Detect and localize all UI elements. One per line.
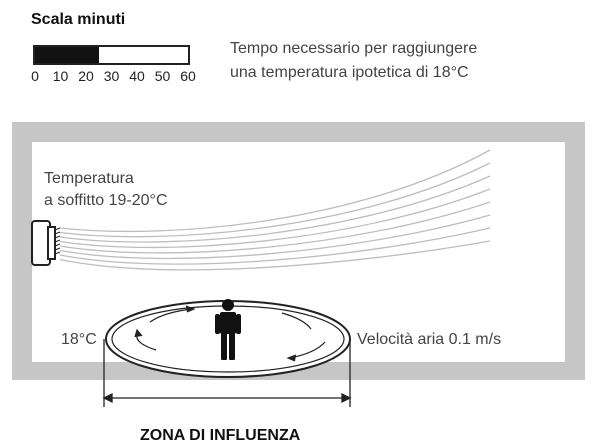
airflow-line: [59, 240, 491, 271]
floor-temperature-label: 18°C: [61, 331, 97, 348]
scale-tick-40: 40: [129, 68, 145, 84]
scale-tick-20: 20: [78, 68, 94, 84]
minute-scale-bar: [33, 45, 190, 65]
airflow-line: [59, 188, 491, 249]
description-line-1: Tempo necessario per raggiungere: [230, 40, 478, 57]
scale-tick-10: 10: [52, 68, 69, 84]
airflow-line: [59, 201, 491, 254]
air-speed-label: Velocità aria 0.1 m/s: [357, 331, 502, 348]
ceiling-temperature-line-1: Temperatura: [44, 170, 134, 187]
scale-tick-30: 30: [103, 68, 120, 84]
airflow-line: [59, 149, 491, 233]
zone-dimension-line: [102, 339, 352, 407]
person-icon: [215, 299, 241, 360]
ceiling-temperature-line-2: a soffitto 19-20°C: [44, 192, 168, 209]
airflow-line: [59, 162, 491, 238]
scale-tick-60: 60: [180, 68, 196, 84]
scale-tick-50: 50: [154, 68, 171, 84]
influence-zone-title: ZONA DI INFLUENZA: [140, 427, 301, 444]
airflow-line: [59, 175, 491, 243]
airflow-line: [59, 214, 491, 260]
scale-bar-fill: [35, 47, 99, 63]
airflow-lines: [59, 149, 491, 271]
circulation-arrows: [134, 305, 326, 362]
scale-tick-0: 0: [31, 68, 39, 84]
airflow-line: [59, 227, 491, 265]
scale-title: Scala minuti: [31, 11, 126, 28]
description-line-2: una temperatura ipotetica di 18°C: [230, 64, 469, 81]
ceiling-unit-icon: [31, 220, 61, 266]
